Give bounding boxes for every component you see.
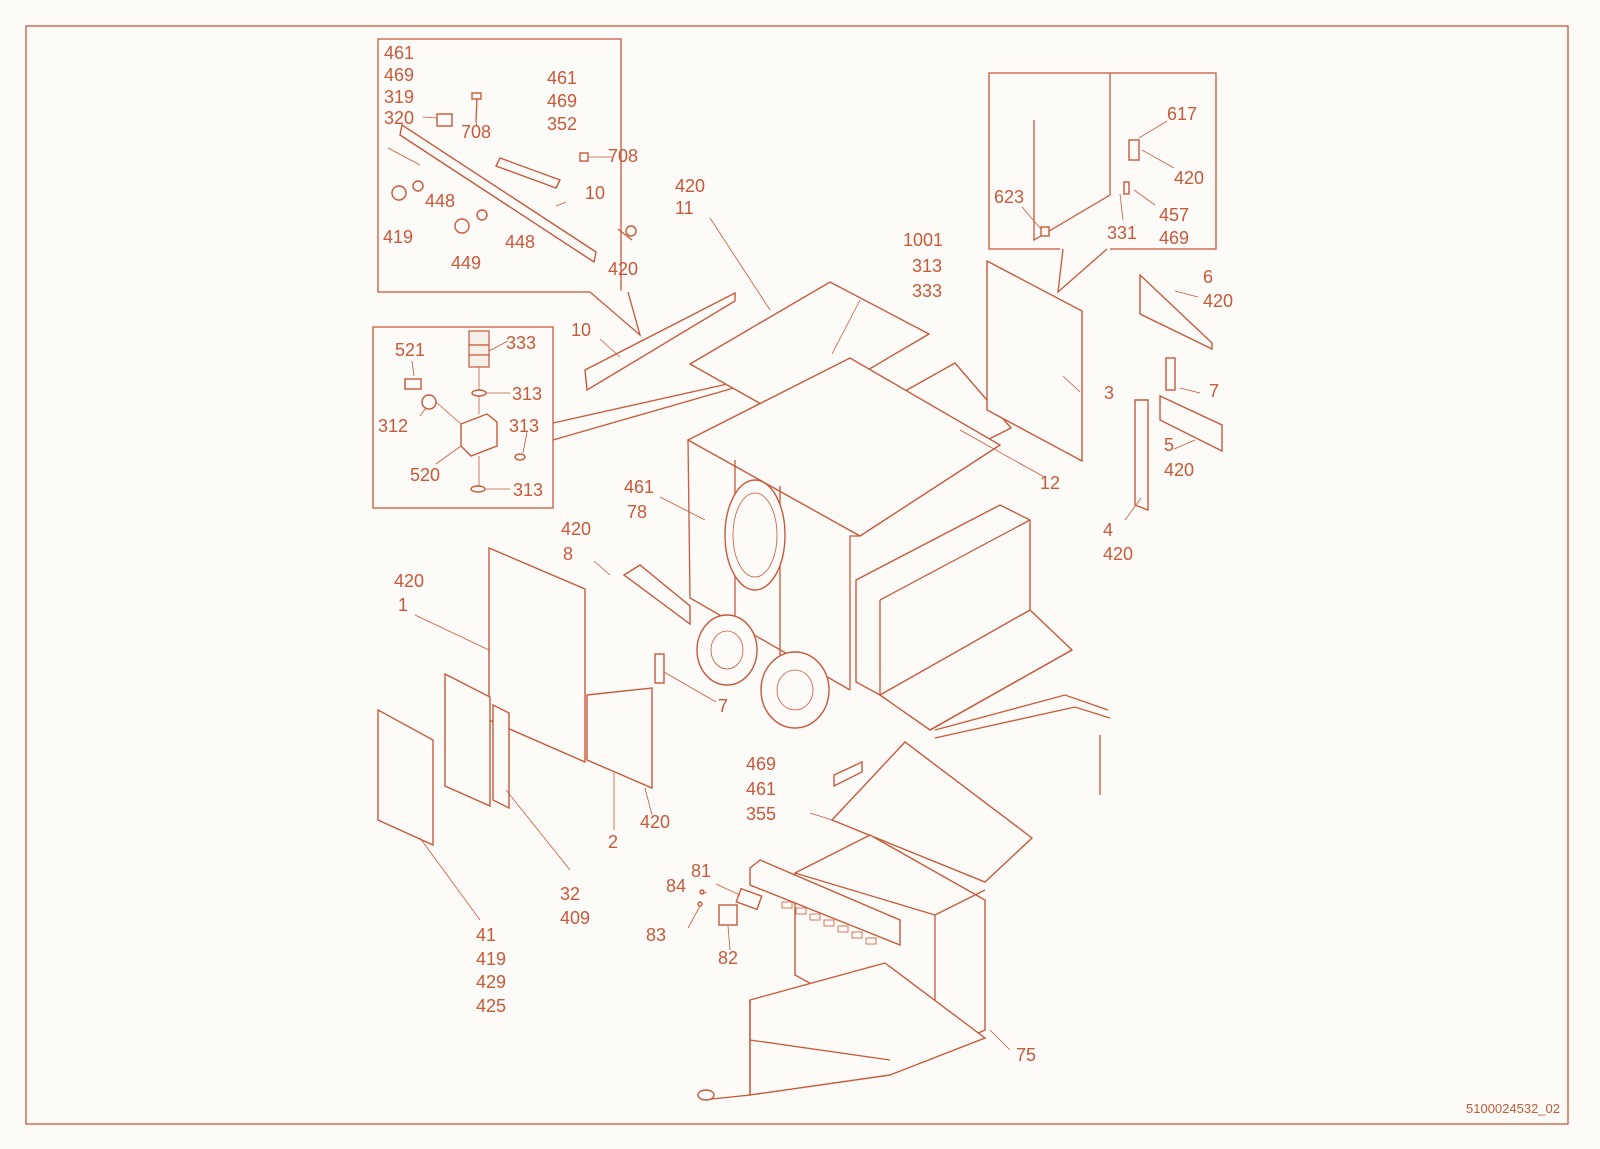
callout: 708 [608, 146, 638, 166]
side-panel-1 [488, 546, 586, 764]
bracket-part [495, 157, 561, 189]
side-panel-3 [986, 259, 1083, 463]
callout: 448 [505, 232, 535, 252]
callout: 313 [512, 384, 542, 404]
inset-frame [372, 326, 554, 509]
callout: 41 [476, 925, 496, 945]
callout: 420 [640, 812, 670, 832]
callout: 312 [378, 416, 408, 436]
drawing-number: 5100024532_02 [1466, 1101, 1560, 1116]
callout: 7 [1209, 381, 1219, 401]
rail-part [399, 123, 597, 264]
callout: 420 [1174, 168, 1204, 188]
main-assembly-labels: 420 11 1001 313 333 10 6 420 3 7 12 5 42… [394, 176, 1233, 1016]
inset-beacon-labels: 521 333 313 312 313 520 313 [378, 333, 543, 500]
top-rail [584, 291, 736, 392]
callout: 11 [675, 198, 694, 218]
callout: 419 [383, 227, 413, 247]
callout: 319 [384, 87, 414, 107]
callout: 420 [1103, 544, 1133, 564]
callout: 10 [585, 183, 605, 203]
callout: 8 [563, 544, 573, 564]
callout: 623 [994, 187, 1024, 207]
vent-slots [781, 901, 877, 945]
callout: 461 [547, 68, 577, 88]
callout: 449 [451, 253, 481, 273]
inset-frame [377, 38, 622, 293]
callout: 355 [746, 804, 776, 824]
callout: 461 [384, 43, 414, 63]
callout: 461 [624, 477, 654, 497]
callout: 469 [384, 65, 414, 85]
callout: 78 [627, 502, 647, 522]
inset-top-labels: 461 469 319 320 708 461 469 352 708 448 … [383, 43, 638, 279]
roof-panel [688, 281, 931, 419]
callout: 420 [1164, 460, 1194, 480]
callout: 352 [547, 114, 577, 134]
callout: 521 [395, 340, 425, 360]
callout: 448 [425, 191, 455, 211]
callout: 420 [608, 259, 638, 279]
callout: 420 [1203, 291, 1233, 311]
callout: 617 [1167, 104, 1197, 124]
callout: 313 [509, 416, 539, 436]
callout: 708 [461, 122, 491, 142]
callout: 420 [394, 571, 424, 591]
callout: 7 [718, 696, 728, 716]
callout: 83 [646, 925, 666, 945]
callout: 457 [1159, 205, 1189, 225]
callout: 6 [1203, 267, 1213, 287]
callout: 420 [561, 519, 591, 539]
inset-right-labels: 617 420 623 457 469 331 [994, 104, 1204, 248]
callout: 469 [547, 91, 577, 111]
callout: 12 [1040, 473, 1060, 493]
callout: 420 [675, 176, 705, 196]
callout: 3 [1104, 383, 1114, 403]
callout: 1 [398, 595, 408, 615]
callout: 469 [1159, 228, 1189, 248]
callout: 2 [608, 832, 618, 852]
drawing-border [25, 25, 1569, 1125]
callout: 32 [560, 884, 580, 904]
callout: 84 [666, 876, 686, 896]
callout: 5 [1164, 435, 1174, 455]
callout: 333 [506, 333, 536, 353]
panel-6 [1139, 273, 1213, 351]
callout: 10 [571, 320, 591, 340]
callout: 1001 [903, 230, 943, 250]
callout: 4 [1103, 520, 1113, 540]
callout: 461 [746, 779, 776, 799]
main-assembly [377, 217, 1223, 921]
callout: 409 [560, 908, 590, 928]
base-trailer-assembly [687, 741, 1034, 1101]
callout: 331 [1107, 223, 1137, 243]
callout: 520 [410, 465, 440, 485]
callout: 333 [912, 281, 942, 301]
callout: 75 [1016, 1045, 1036, 1065]
callout: 313 [513, 480, 543, 500]
callout: 429 [476, 972, 506, 992]
callout: 425 [476, 996, 506, 1016]
callout: 419 [476, 949, 506, 969]
callout: 82 [718, 948, 738, 968]
callout: 81 [691, 861, 711, 881]
callout: 313 [912, 256, 942, 276]
inset-beacon-detail [372, 326, 818, 509]
base-labels: 469 461 355 81 84 83 82 75 [646, 754, 1036, 1065]
callout: 320 [384, 108, 414, 128]
callout: 469 [746, 754, 776, 774]
inset-right-door-detail [988, 72, 1217, 294]
inset-top-rail-detail [377, 38, 645, 337]
